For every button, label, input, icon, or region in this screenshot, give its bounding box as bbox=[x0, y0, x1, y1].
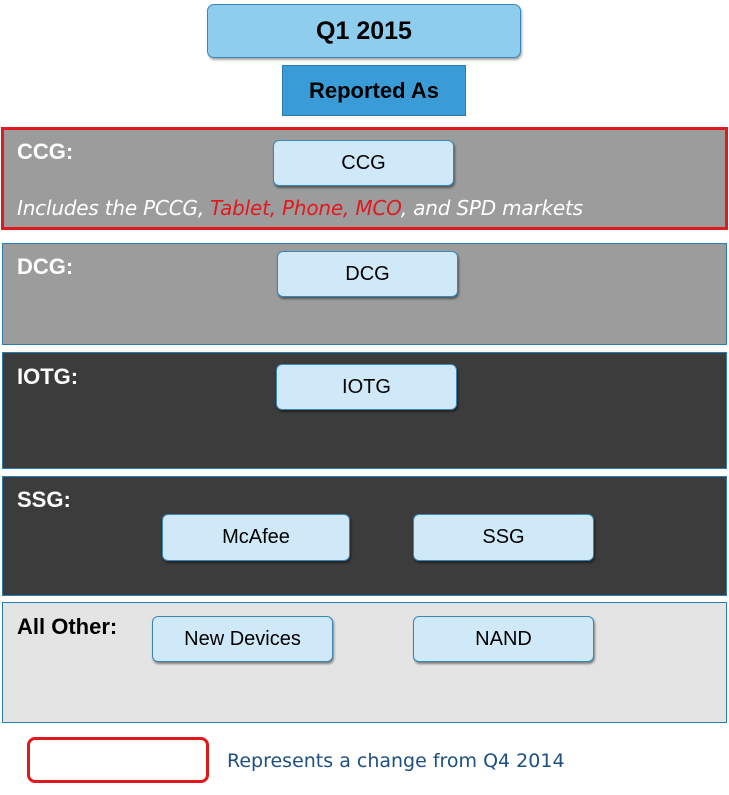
box-iotg: IOTG bbox=[276, 364, 457, 410]
segment-ccg-label: CCG: bbox=[17, 139, 74, 164]
box-new-devices: New Devices bbox=[152, 616, 333, 662]
segment-ssg-label: SSG: bbox=[17, 487, 71, 512]
ccg-note-suffix: , and SPD markets bbox=[400, 196, 583, 220]
box-ssg: SSG bbox=[413, 514, 594, 561]
box-ccg: CCG bbox=[273, 140, 454, 186]
segment-ssg-band bbox=[2, 476, 727, 596]
box-nand: NAND bbox=[413, 616, 594, 662]
segment-dcg-label: DCG: bbox=[17, 254, 74, 279]
legend-change-swatch bbox=[27, 737, 209, 783]
ccg-markets-note: Includes the PCCG, Tablet, Phone, MCO, a… bbox=[17, 196, 583, 220]
box-mcafee: McAfee bbox=[162, 514, 350, 561]
ccg-note-prefix: Includes the PCCG, bbox=[17, 196, 211, 220]
segment-iotg-label: IOTG: bbox=[17, 364, 79, 389]
box-dcg: DCG bbox=[277, 251, 458, 297]
period-title: Q1 2015 bbox=[207, 4, 521, 58]
legend-text: Represents a change from Q4 2014 bbox=[227, 750, 565, 772]
segment-all-other-label: All Other: bbox=[17, 614, 118, 639]
segment-all-other-band bbox=[2, 602, 727, 723]
reported-as-header: Reported As bbox=[282, 65, 466, 116]
ccg-note-changed-markets: Tablet, Phone, MCO bbox=[210, 196, 401, 220]
